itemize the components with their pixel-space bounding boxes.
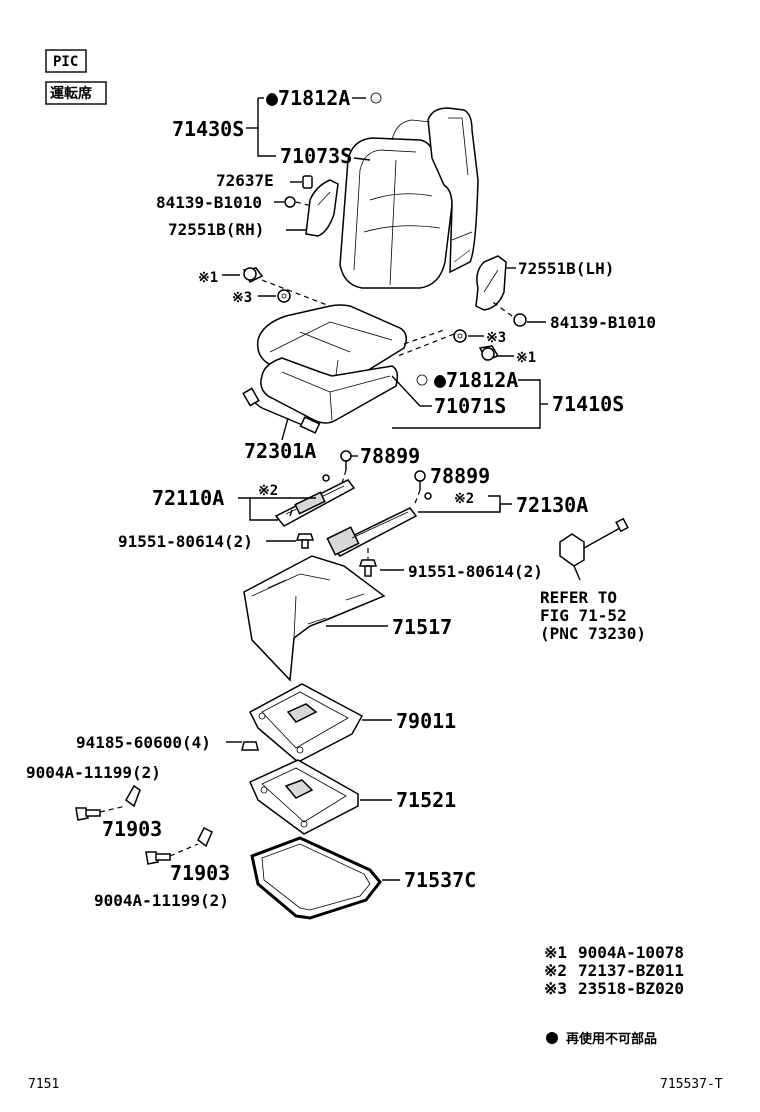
label-71537C: 71537C <box>404 868 476 892</box>
label-71430S: 71430S <box>172 117 244 141</box>
seat-back-illustration <box>339 107 479 289</box>
label-71073S: 71073S <box>280 144 352 168</box>
label-79011: 79011 <box>396 709 456 733</box>
pic-box <box>45 49 87 73</box>
refer-line-2: FIG 71-52 <box>540 606 627 625</box>
label-78899-b: 78899 <box>430 464 490 488</box>
legend-part-3: 23518-BZ020 <box>578 979 684 998</box>
seal-71537C <box>250 836 400 920</box>
seat-frame-71521 <box>249 759 392 835</box>
label-91551-right: 91551-80614(2) <box>408 562 543 581</box>
label-mark2-left: ※2 <box>258 483 278 499</box>
footer-left: 7151 <box>28 1077 59 1092</box>
label-72301A: 72301A <box>244 439 316 463</box>
label-9004A-top: 9004A-11199(2) <box>26 763 161 782</box>
label-71410S: 71410S <box>552 392 624 416</box>
label-84139-B1010-right: 84139-B1010 <box>550 313 656 332</box>
label-mark3-right: ※3 <box>486 330 506 346</box>
seat-cushion-illustration <box>256 304 445 424</box>
label-mark1-right: ※1 <box>516 350 536 366</box>
label-9004A-bottom: 9004A-11199(2) <box>94 891 229 910</box>
label-mark2-right: ※2 <box>454 491 474 507</box>
label-84139-B1010-left: 84139-B1010 <box>156 193 262 212</box>
legend: ※1 9004A-10078 ※2 72137-BZ011 ※3 23518-B… <box>544 943 684 998</box>
label-78899-a: 78899 <box>360 444 420 468</box>
label-72637E: 72637E <box>216 171 274 190</box>
seat-cushion-shield <box>243 555 388 682</box>
legend-mark-2: ※2 <box>544 961 567 980</box>
label-71812A-top: ●71812A <box>266 86 350 110</box>
legend-mark-1: ※1 <box>544 943 567 962</box>
pic-label: PIC <box>53 54 78 70</box>
seat-frame-79011 <box>249 683 392 763</box>
legend-part-1: 9004A-10078 <box>578 943 684 962</box>
label-71517: 71517 <box>392 615 452 639</box>
label-72551B-rh: 72551B(RH) <box>168 220 264 239</box>
label-72130A: 72130A <box>516 493 588 517</box>
right-adjuster-illustration <box>326 492 432 557</box>
label-72551B-lh: 72551B(LH) <box>518 259 614 278</box>
seat-label: 運転席 <box>50 85 92 102</box>
refer-line-1: REFER TO <box>540 588 617 607</box>
left-adjuster-illustration <box>274 474 356 527</box>
footer-right: 715537-T <box>660 1077 723 1092</box>
label-71521: 71521 <box>396 788 456 812</box>
label-71903-b: 71903 <box>170 861 230 885</box>
label-72110A: 72110A <box>152 486 224 510</box>
refer-component-illustration <box>559 517 629 581</box>
non-reusable-dot-icon <box>546 1032 558 1044</box>
label-91551-left: 91551-80614(2) <box>118 532 253 551</box>
label-mark1-left: ※1 <box>198 270 218 286</box>
label-71812A-mid: ●71812A <box>434 368 518 392</box>
label-71071S: 71071S <box>434 394 506 418</box>
legend-mark-3: ※3 <box>544 979 567 998</box>
non-reusable-note: 再使用不可部品 <box>566 1031 657 1047</box>
label-94185: 94185-60600(4) <box>76 733 211 752</box>
label-71903-a: 71903 <box>102 817 162 841</box>
label-mark3-left: ※3 <box>232 290 252 306</box>
legend-part-2: 72137-BZ011 <box>578 961 684 980</box>
seat-box <box>45 81 107 105</box>
refer-line-3: (PNC 73230) <box>540 624 646 643</box>
